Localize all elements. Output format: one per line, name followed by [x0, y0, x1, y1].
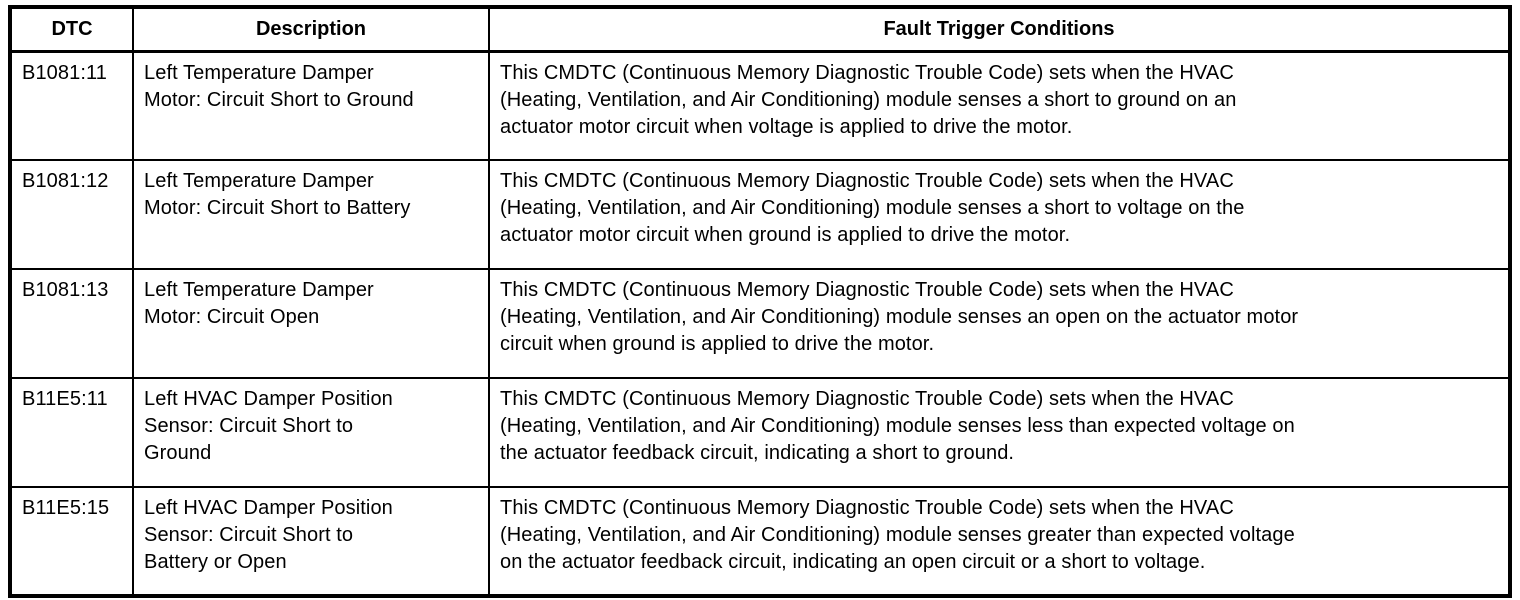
conditions-cell: This CMDTC (Continuous Memory Diagnostic…	[488, 377, 1511, 488]
dtc-fault-conditions-table: DTC Description Fault Trigger Conditions…	[8, 5, 1512, 598]
dtc-cell: B11E5:11	[9, 377, 134, 488]
dtc-cell-text: B11E5:15	[22, 497, 110, 519]
description-cell: Left HVAC Damper Position Sensor: Circui…	[132, 486, 490, 597]
description-cell-text: Left Temperature Damper Motor: Circuit O…	[144, 279, 374, 328]
table-header: DTC Description Fault Trigger Conditions	[9, 6, 1511, 53]
dtc-cell-text: B11E5:11	[22, 388, 108, 410]
header-dtc: DTC	[9, 6, 134, 53]
description-cell: Left Temperature Damper Motor: Circuit S…	[132, 50, 490, 161]
table-row: B1081:12 Left Temperature Damper Motor: C…	[9, 159, 1511, 270]
description-cell: Left Temperature Damper Motor: Circuit O…	[132, 268, 490, 379]
dtc-cell: B1081:12	[9, 159, 134, 270]
dtc-cell: B1081:13	[9, 268, 134, 379]
dtc-cell: B11E5:15	[9, 486, 134, 597]
conditions-cell: This CMDTC (Continuous Memory Diagnostic…	[488, 486, 1511, 597]
conditions-cell-text: This CMDTC (Continuous Memory Diagnostic…	[500, 388, 1295, 464]
table-row: B11E5:11 Left HVAC Damper Position Sensor…	[9, 377, 1511, 488]
header-row: DTC Description Fault Trigger Conditions	[9, 6, 1511, 53]
dtc-cell-text: B1081:11	[22, 61, 107, 84]
description-cell: Left HVAC Damper Position Sensor: Circui…	[132, 377, 490, 488]
conditions-cell-text: This CMDTC (Continuous Memory Diagnostic…	[500, 497, 1295, 573]
conditions-cell-text: This CMDTC (Continuous Memory Diagnostic…	[500, 61, 1237, 138]
table-row: B11E5:15 Left HVAC Damper Position Sensor…	[9, 486, 1511, 597]
description-cell-text: Left Temperature Damper Motor: Circuit S…	[144, 170, 411, 219]
description-cell-text: Left HVAC Damper Position Sensor: Circui…	[144, 497, 393, 573]
conditions-cell-text: This CMDTC (Continuous Memory Diagnostic…	[500, 279, 1299, 355]
description-cell: Left Temperature Damper Motor: Circuit S…	[132, 159, 490, 270]
table-row: B1081:13 Left Temperature Damper Motor: C…	[9, 268, 1511, 379]
description-cell-text: Left HVAC Damper Position Sensor: Circui…	[144, 388, 393, 464]
header-fault-trigger-conditions: Fault Trigger Conditions	[488, 6, 1511, 53]
conditions-cell: This CMDTC (Continuous Memory Diagnostic…	[488, 50, 1511, 161]
description-cell-text: Left Temperature Damper Motor: Circuit S…	[144, 61, 414, 111]
dtc-cell-text: B1081:13	[22, 279, 109, 301]
dtc-cell: B1081:11	[9, 50, 134, 161]
conditions-cell-text: This CMDTC (Continuous Memory Diagnostic…	[500, 170, 1245, 246]
dtc-cell-text: B1081:12	[22, 170, 109, 192]
table-row: B1081:11 Left Temperature Damper Motor: C…	[9, 50, 1511, 161]
header-description: Description	[132, 6, 490, 53]
conditions-cell: This CMDTC (Continuous Memory Diagnostic…	[488, 159, 1511, 270]
conditions-cell: This CMDTC (Continuous Memory Diagnostic…	[488, 268, 1511, 379]
